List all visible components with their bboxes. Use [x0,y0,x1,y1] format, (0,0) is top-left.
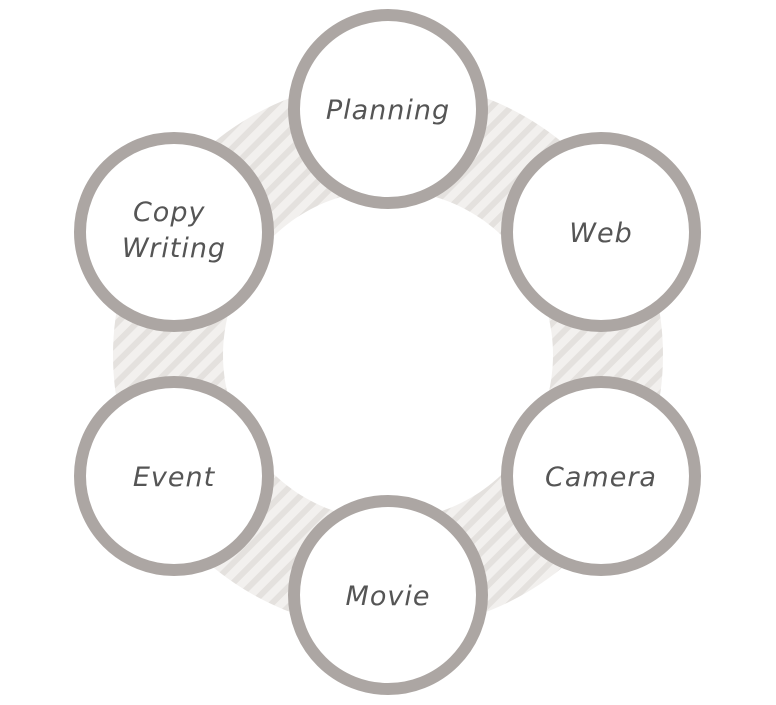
node-planning-circle [288,9,488,209]
node-web: Web [501,132,701,332]
node-web-circle [501,132,701,332]
node-web-label: Web [569,218,632,249]
node-copy-writing-label: Copy Writing [122,197,226,264]
node-planning: Planning [288,9,488,209]
node-event-circle [74,376,274,576]
node-planning-label-line: Planning [326,95,450,126]
node-movie-circle [288,495,488,695]
node-camera: Camera [501,376,701,576]
node-copy-writing-label-line-2: Writing [122,233,226,264]
node-camera-circle [501,376,701,576]
node-movie: Movie [288,495,488,695]
node-event: Event [74,376,274,576]
node-web-label-line: Web [569,218,632,249]
node-event-label: Event [133,462,216,493]
node-copy-writing: Copy Writing [74,132,274,332]
node-movie-label-line: Movie [346,581,431,612]
node-event-label-line: Event [133,462,216,493]
node-planning-label: Planning [326,95,450,126]
node-copy-writing-circle [74,132,274,332]
node-camera-label-line: Camera [545,462,657,493]
node-copy-writing-label-line-1: Copy [133,197,206,228]
node-camera-label: Camera [545,462,657,493]
node-movie-label: Movie [346,581,431,612]
